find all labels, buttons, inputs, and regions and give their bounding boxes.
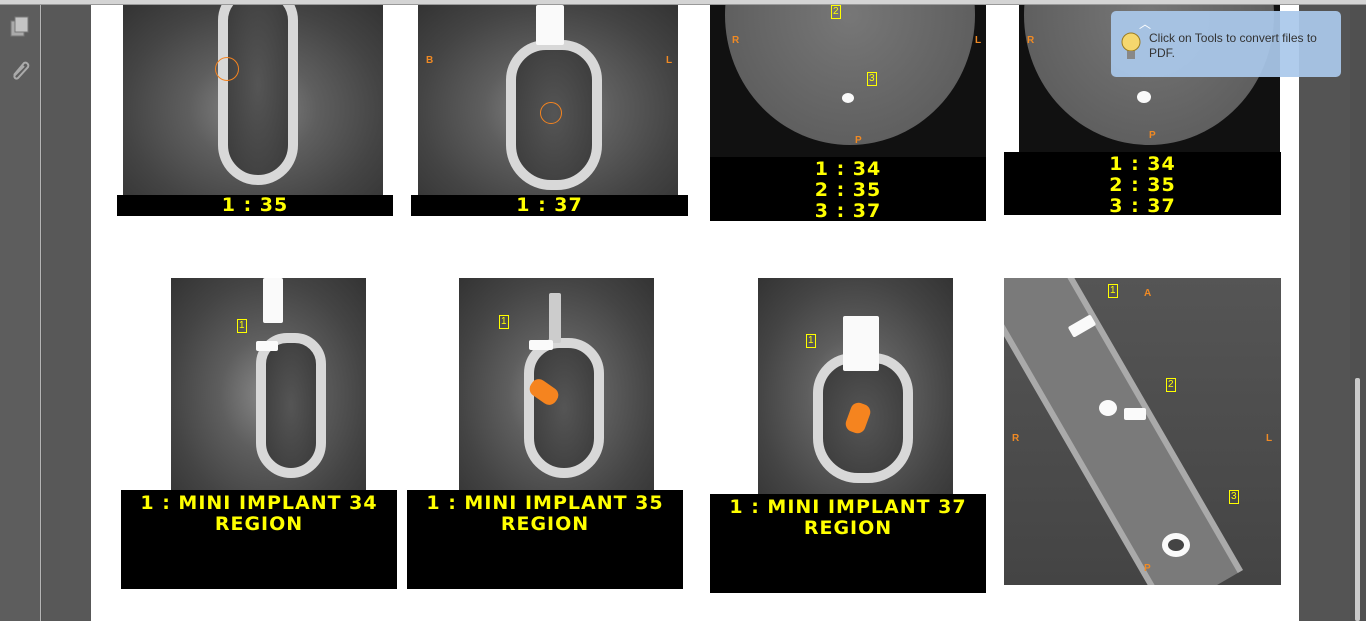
orientation-label: L [666,55,673,66]
toolbar-edge [0,0,1366,5]
orientation-label: R [1012,433,1020,444]
attachment-icon[interactable] [8,57,32,81]
orientation-label: P [855,135,862,146]
caption-line: 1 : MINI IMPLANT 37 [729,496,967,518]
caption-mini-implant-35: 1 : MINI IMPLANT 35 REGION [407,490,683,589]
lightbulb-icon [1121,31,1141,66]
orientation-label: A [1144,288,1152,299]
ct-image-mini-implant-37: 1 [758,278,953,494]
caption-mini-implant-34: 1 : MINI IMPLANT 34 REGION [121,490,397,589]
pages-icon[interactable] [8,15,32,39]
scrollbar[interactable] [1350,5,1366,621]
caption-line: REGION [500,513,590,535]
caption-35: 1 : 35 [117,195,393,216]
marker-number: 1 [499,315,509,329]
caption-line: 1 : MINI IMPLANT 34 [140,492,378,514]
caption-line: 3 : 37 [814,200,882,222]
marker-number: 1 [1108,284,1118,298]
ct-axial-image-1: R L P 2 3 [710,5,986,157]
marker-number: 2 [1166,378,1176,392]
orientation-label: B [426,55,434,66]
ct-image-35 [123,5,383,195]
marker-number: 1 [237,319,247,333]
orientation-label: L [975,35,982,46]
caption-line: REGION [803,517,893,539]
tooltip-text: Click on Tools to convert files to PDF. [1149,31,1317,60]
caption-line: 2 : 35 [1109,174,1176,196]
left-rail [0,5,41,621]
ct-image-mini-implant-34: 1 [171,278,366,490]
ct-image-37: B L [418,5,678,195]
caption-line: 1 : 34 [1109,153,1176,175]
orientation-label: R [732,35,740,46]
caption-line: 1 : 35 [221,194,289,216]
marker-number: 1 [806,334,816,348]
caption-line: 3 : 37 [1109,195,1176,217]
orientation-label: R [1027,35,1035,46]
marker-number: 3 [867,72,877,86]
navigation-panel [42,5,91,621]
collapse-chevron-icon[interactable]: ︿ [1139,17,1152,31]
caption-line: 1 : MINI IMPLANT 35 [426,492,664,514]
ct-axial-overview: A R L P 1 2 3 [1004,278,1281,585]
caption-line: 1 : 37 [516,194,583,216]
caption-mini-implant-37: 1 : MINI IMPLANT 37 REGION [710,494,986,593]
orientation-label: P [1144,563,1151,574]
orientation-label: L [1266,433,1273,444]
caption-37: 1 : 37 [411,195,688,216]
marker-number: 3 [1229,490,1239,504]
convert-tooltip[interactable]: ︿ Click on Tools to convert files to PDF… [1111,11,1341,77]
caption-line: REGION [214,513,304,535]
caption-line: 1 : 34 [814,158,882,180]
caption-line: 2 : 35 [814,179,882,201]
caption-axial-2: 1 : 34 2 : 35 3 : 37 [1004,152,1281,217]
ct-image-mini-implant-35: 1 [459,278,654,490]
caption-axial-1: 1 : 34 2 : 35 3 : 37 [710,157,986,222]
orientation-label: P [1149,130,1156,141]
marker-number: 2 [831,5,841,19]
scrollbar-thumb[interactable] [1355,378,1360,621]
